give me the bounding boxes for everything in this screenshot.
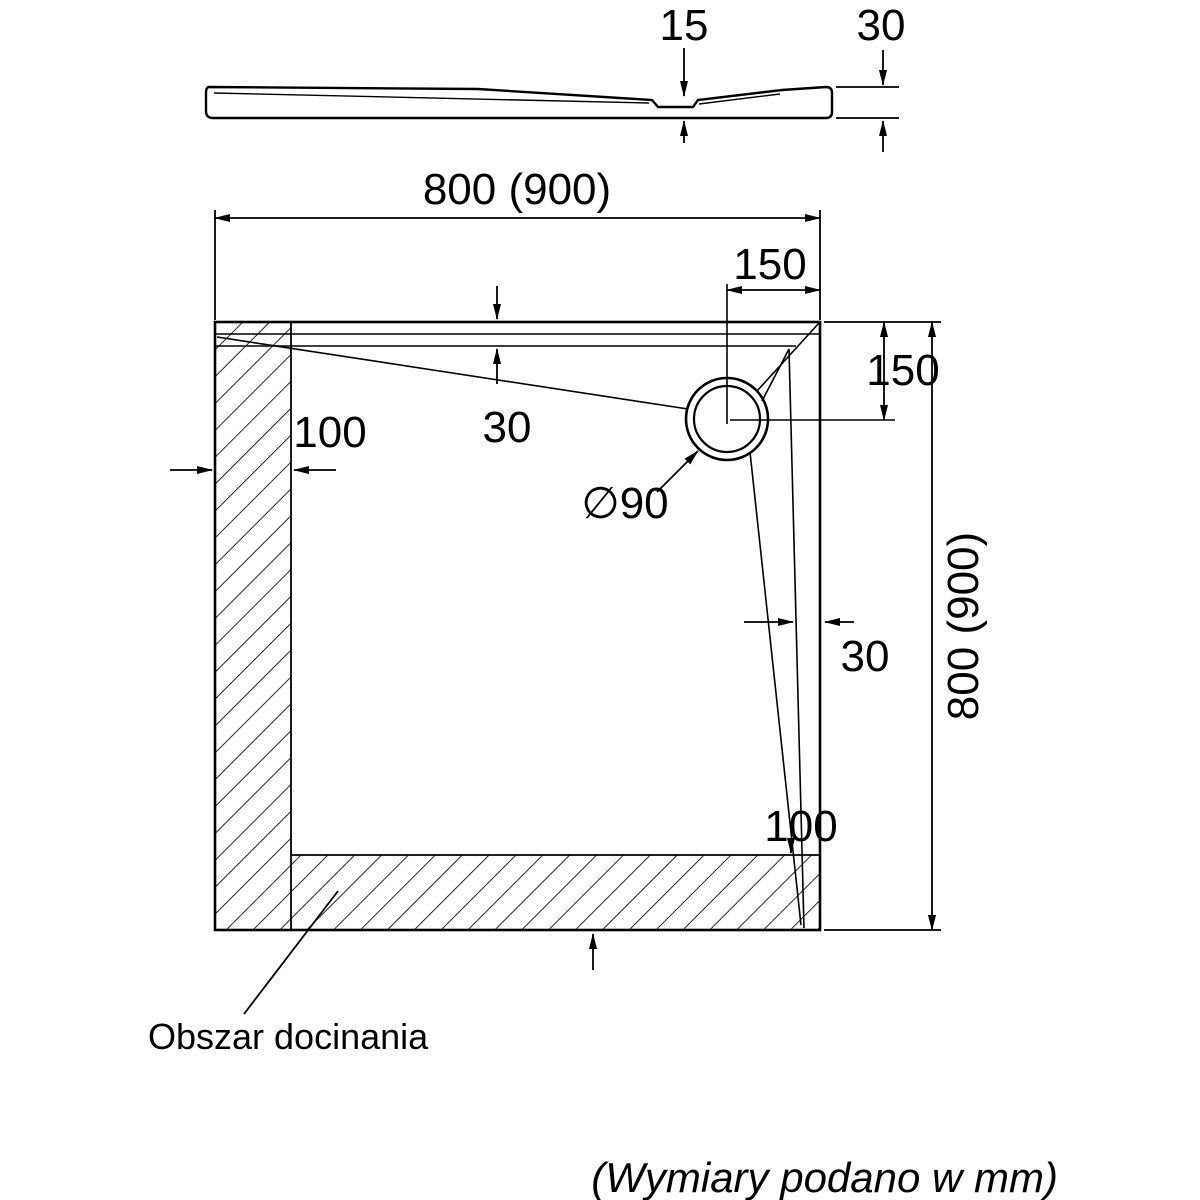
profile-view	[204, 48, 899, 152]
dim-height-label: 800 (900)	[939, 532, 988, 720]
slope-line-right-1	[788, 348, 805, 929]
dim-profile-depth-label: 15	[660, 1, 709, 50]
trim-area-leader	[243, 890, 339, 1015]
units-note-label: (Wymiary podano w mm)	[591, 1154, 1058, 1200]
dim-drain-from-right-label: 150	[733, 240, 806, 289]
slope-line-drain-corner	[761, 348, 790, 402]
dim-trim-bottom-label: 100	[764, 802, 837, 851]
tray-outline	[213, 320, 822, 932]
drain-diameter-leader	[656, 450, 699, 493]
drain-diameter-label: ∅90	[581, 479, 668, 528]
dim-drain-from-top	[824, 321, 941, 421]
dim-width-label: 800 (900)	[423, 165, 611, 214]
dim-rim-top-label: 30	[483, 403, 532, 452]
plan-view	[170, 210, 941, 1015]
dim-drain-from-top-label: 150	[866, 346, 939, 395]
profile-outline	[204, 85, 834, 120]
dim-height	[824, 321, 941, 931]
trim-area-bottom-hatch	[291, 855, 820, 930]
profile-inner-line-left	[213, 92, 650, 104]
dim-profile-height	[836, 50, 899, 152]
dim-rim-right-label: 30	[841, 632, 890, 681]
slope-line-left	[216, 336, 689, 410]
dim-width	[214, 210, 821, 320]
trim-area-label: Obszar docinania	[148, 1016, 429, 1057]
slope-line-top-right	[756, 322, 820, 392]
dim-trim-left-label: 100	[293, 408, 366, 457]
dim-profile-height-label: 30	[857, 1, 906, 50]
dim-trim-bottom	[589, 838, 795, 970]
profile-inner-line-right	[698, 93, 781, 105]
trim-area-left-hatch	[215, 322, 291, 930]
